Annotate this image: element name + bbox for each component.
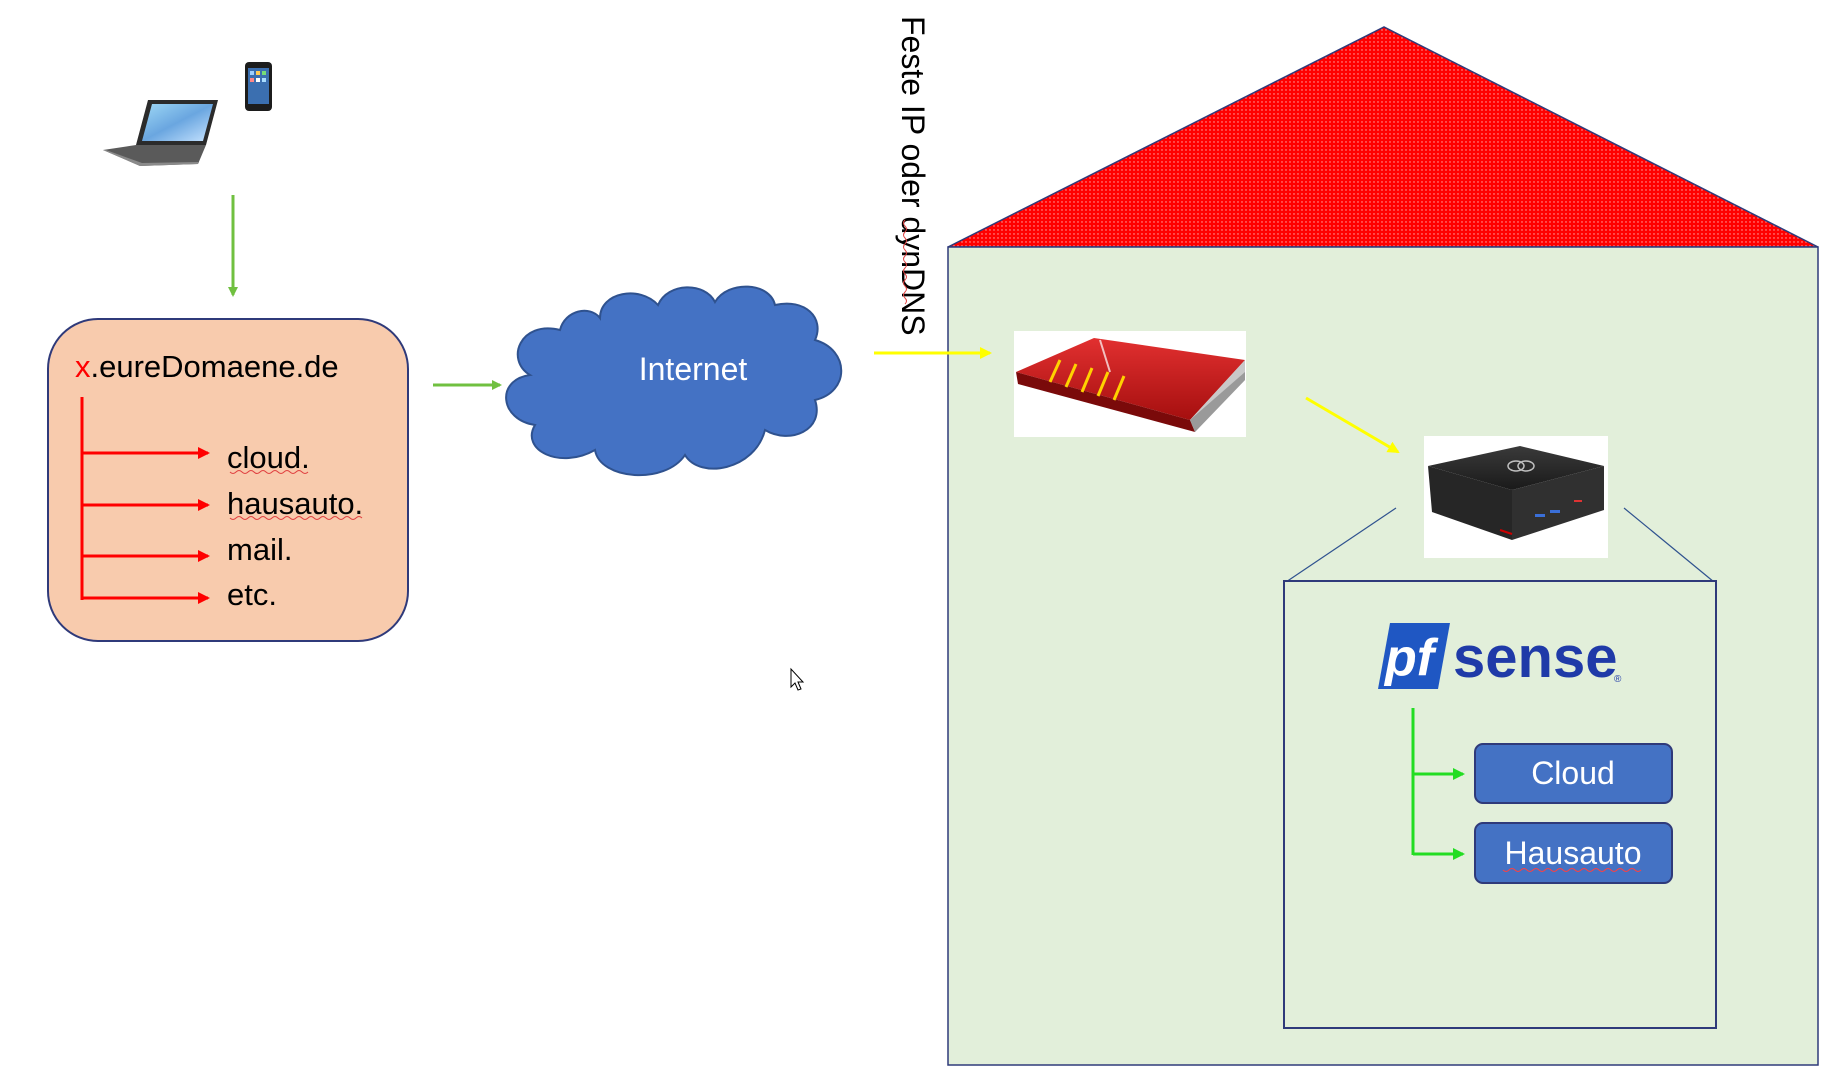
connection-label: Feste IP oder dynDNS: [895, 16, 931, 336]
mouse-cursor-icon: [790, 667, 805, 691]
domain-prefix: x: [75, 349, 91, 384]
service-hausauto-label: Hausauto: [1505, 835, 1642, 871]
arrow-router-to-firewall: [1305, 396, 1400, 454]
domain-name: .eureDomaene.de: [91, 349, 339, 384]
subdomain-cloud: cloud.: [227, 440, 310, 475]
service-hausauto: Hausauto: [1474, 822, 1673, 884]
zoom-line-left: [1285, 507, 1397, 583]
service-cloud: Cloud: [1474, 743, 1673, 804]
internet-cloud: Internet: [505, 285, 843, 476]
house-roof: [947, 26, 1819, 248]
pfsense-panel: pf sense ® Cloud Hausauto: [1283, 580, 1717, 1029]
zoom-line-right: [1623, 507, 1715, 583]
mini-pc-icon: [1424, 436, 1608, 558]
domain-label: x.eureDomaene.de: [75, 349, 339, 384]
subdomain-mail: mail.: [227, 532, 292, 567]
subdomain-hausauto: hausauto.: [227, 486, 363, 521]
spellcheck-squiggle: [903, 219, 907, 305]
router-icon: [1014, 331, 1246, 437]
service-cloud-label: Cloud: [1531, 755, 1615, 791]
pfsense-logo-sense: sense: [1453, 625, 1617, 690]
internet-label: Internet: [639, 351, 748, 387]
pfsense-logo: pf sense ®: [1378, 623, 1622, 690]
spellcheck-squiggle: [229, 516, 363, 520]
subdomain-etc: etc.: [227, 577, 277, 612]
spellcheck-squiggle: [229, 470, 309, 474]
smartphone-icon: [245, 62, 272, 111]
spellcheck-squiggle: [1502, 868, 1642, 872]
pfsense-logo-pf: pf: [1383, 629, 1439, 687]
domain-box: x.eureDomaene.de cloud. hausauto. mail. …: [47, 318, 409, 642]
laptop-icon: [103, 100, 218, 166]
pfsense-registered-mark: ®: [1614, 674, 1622, 685]
